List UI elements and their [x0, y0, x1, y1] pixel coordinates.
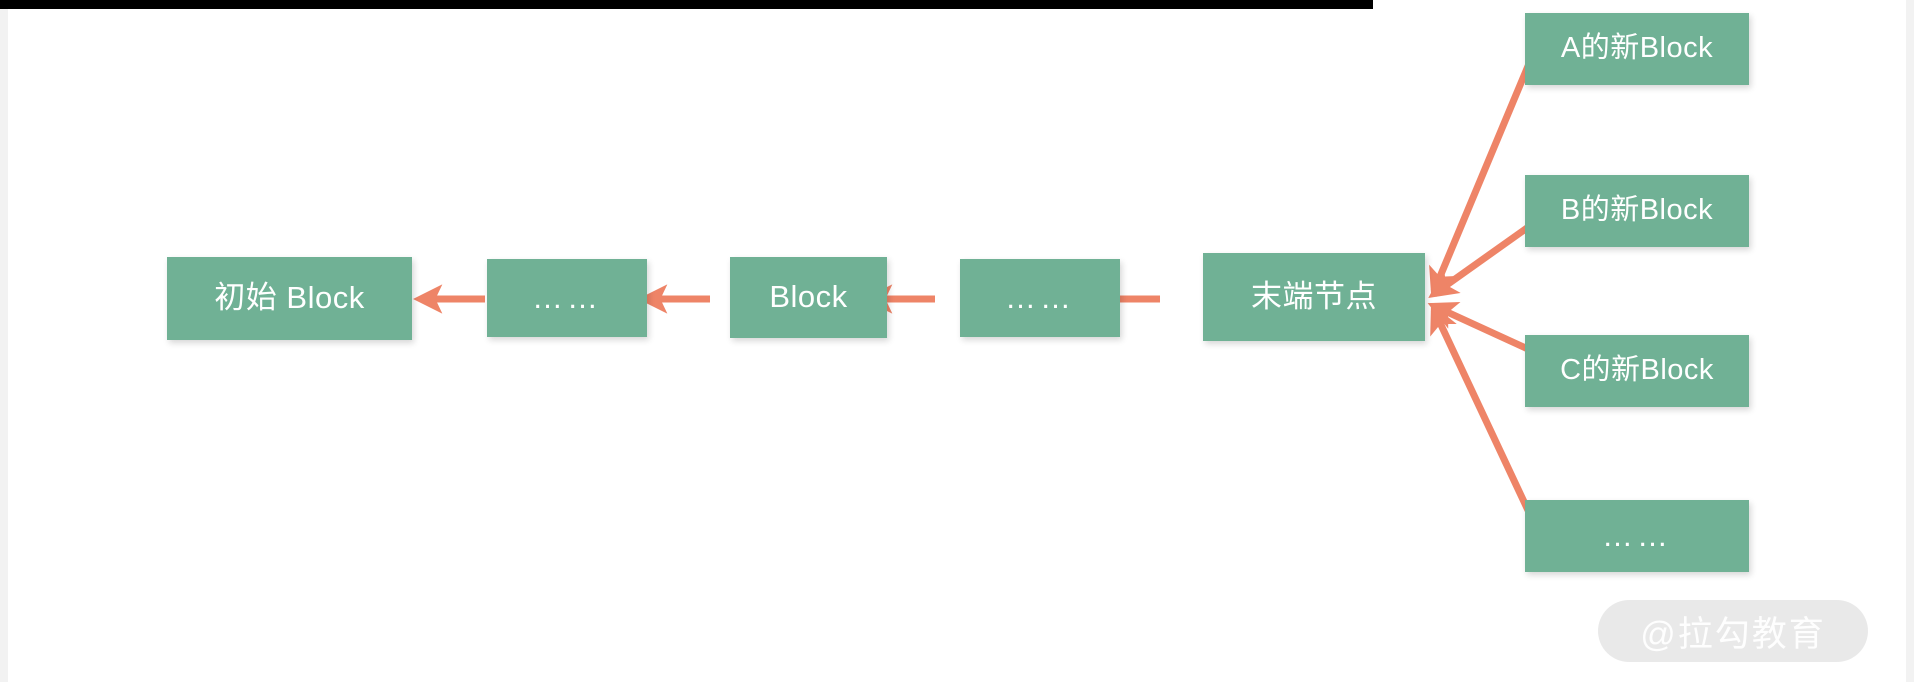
branch-node-b[interactable]: B的新Block [1525, 175, 1749, 247]
chain-node-tail-label: 末端节点 [1251, 278, 1377, 314]
branch-node-c[interactable]: C的新Block [1525, 335, 1749, 407]
page-gutter-right [1906, 0, 1914, 682]
branch-node-more-label: …… [1602, 517, 1672, 553]
chain-node-ellipsis2[interactable]: …… [960, 259, 1120, 337]
chain-node-ellipsis1-label: …… [532, 279, 602, 315]
branch-node-c-label: C的新Block [1560, 354, 1714, 387]
page-gutter-left [0, 0, 8, 682]
chain-node-ellipsis1[interactable]: …… [487, 259, 647, 337]
arrow-branch-a-to-tail [1429, 33, 1545, 298]
watermark-text: @拉勾教育 [1640, 614, 1826, 654]
top-black-bar [0, 0, 1373, 9]
chain-node-genesis-label: 初始 Block [214, 280, 365, 316]
branch-node-a[interactable]: A的新Block [1525, 13, 1749, 85]
branch-node-b-label: B的新Block [1560, 194, 1714, 227]
branch-node-more[interactable]: …… [1525, 500, 1749, 572]
watermark-badge: @拉勾教育 [1598, 600, 1868, 662]
chain-node-block[interactable]: Block [730, 257, 887, 338]
chain-node-genesis[interactable]: 初始 Block [167, 257, 412, 340]
branch-node-a-label: A的新Block [1560, 32, 1714, 65]
arrow-branch-more-to-tail [1430, 303, 1545, 540]
arrow-branch-b-to-tail [1428, 215, 1544, 299]
chain-node-ellipsis2-label: …… [1005, 279, 1075, 315]
chain-node-block-label: Block [769, 279, 848, 315]
chain-node-tail[interactable]: 末端节点 [1203, 253, 1425, 341]
